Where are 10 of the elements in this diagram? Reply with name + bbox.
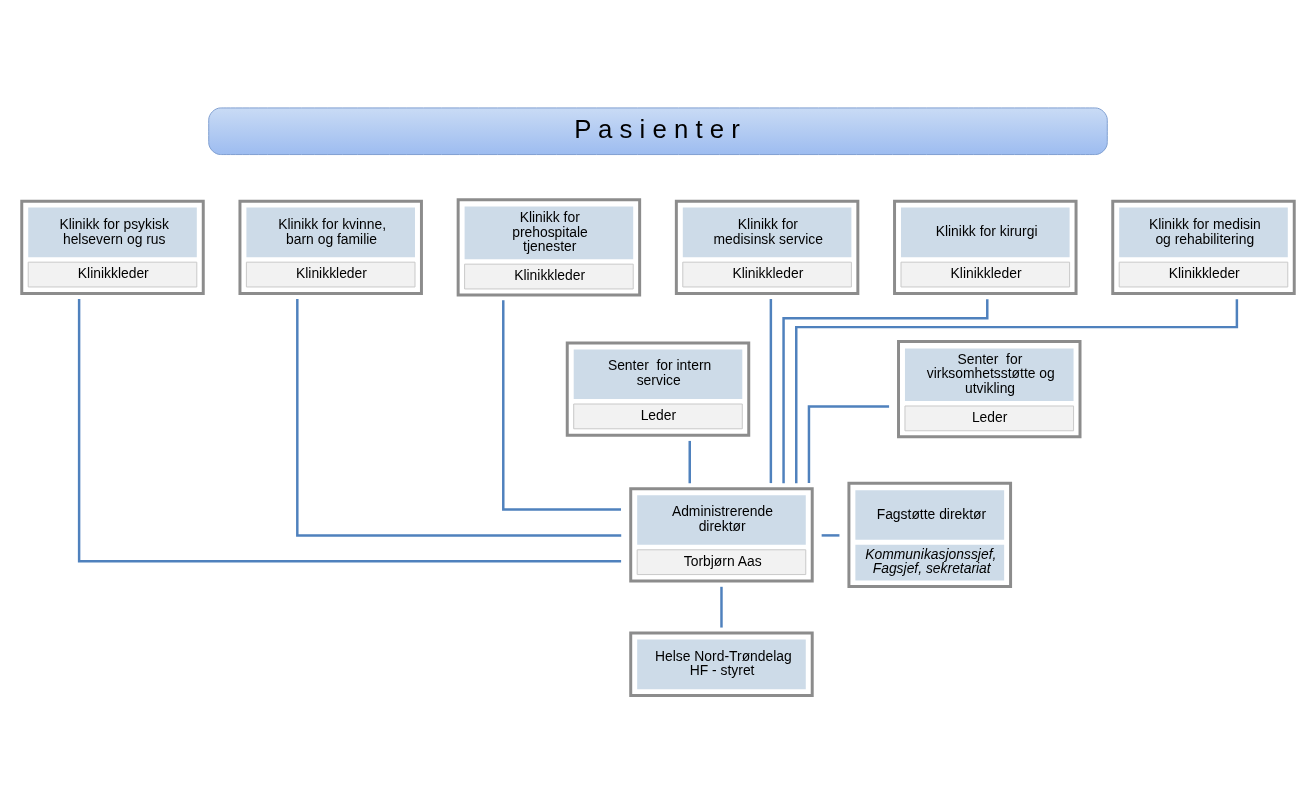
connector <box>769 299 773 484</box>
connector <box>720 586 723 628</box>
connector <box>77 299 622 563</box>
connector <box>296 299 622 537</box>
connector <box>807 405 890 484</box>
connector <box>795 299 1239 484</box>
connector <box>782 299 989 484</box>
connector <box>821 534 840 537</box>
connector <box>502 300 621 511</box>
connector <box>688 440 691 484</box>
